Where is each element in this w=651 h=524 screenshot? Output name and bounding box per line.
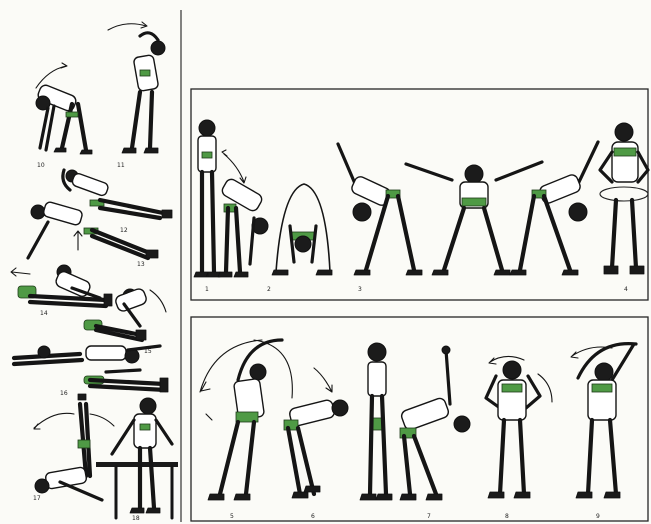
figure-label-1: 1 — [205, 286, 209, 293]
figure-label-7: 7 — [427, 513, 431, 520]
figure-label-9: 9 — [596, 513, 600, 520]
figure-label-11: 11 — [117, 162, 125, 169]
figure-label-4: 4 — [624, 286, 628, 293]
figure-label-12: 12 — [120, 227, 128, 234]
figure-label-2: 2 — [267, 286, 271, 293]
figure-label-3: 3 — [358, 286, 362, 293]
figure-label-6: 6 — [311, 513, 315, 520]
figure-label-5: 5 — [230, 513, 234, 520]
figure-label-14: 14 — [40, 310, 48, 317]
figure-label-18: 18 — [132, 515, 140, 522]
figure-label-13: 13 — [137, 261, 145, 268]
figure-label-8: 8 — [505, 513, 509, 520]
figure-label-17: 17 — [33, 495, 41, 502]
figure-label-10: 10 — [37, 162, 45, 169]
figure-label-16: 16 — [60, 390, 68, 397]
